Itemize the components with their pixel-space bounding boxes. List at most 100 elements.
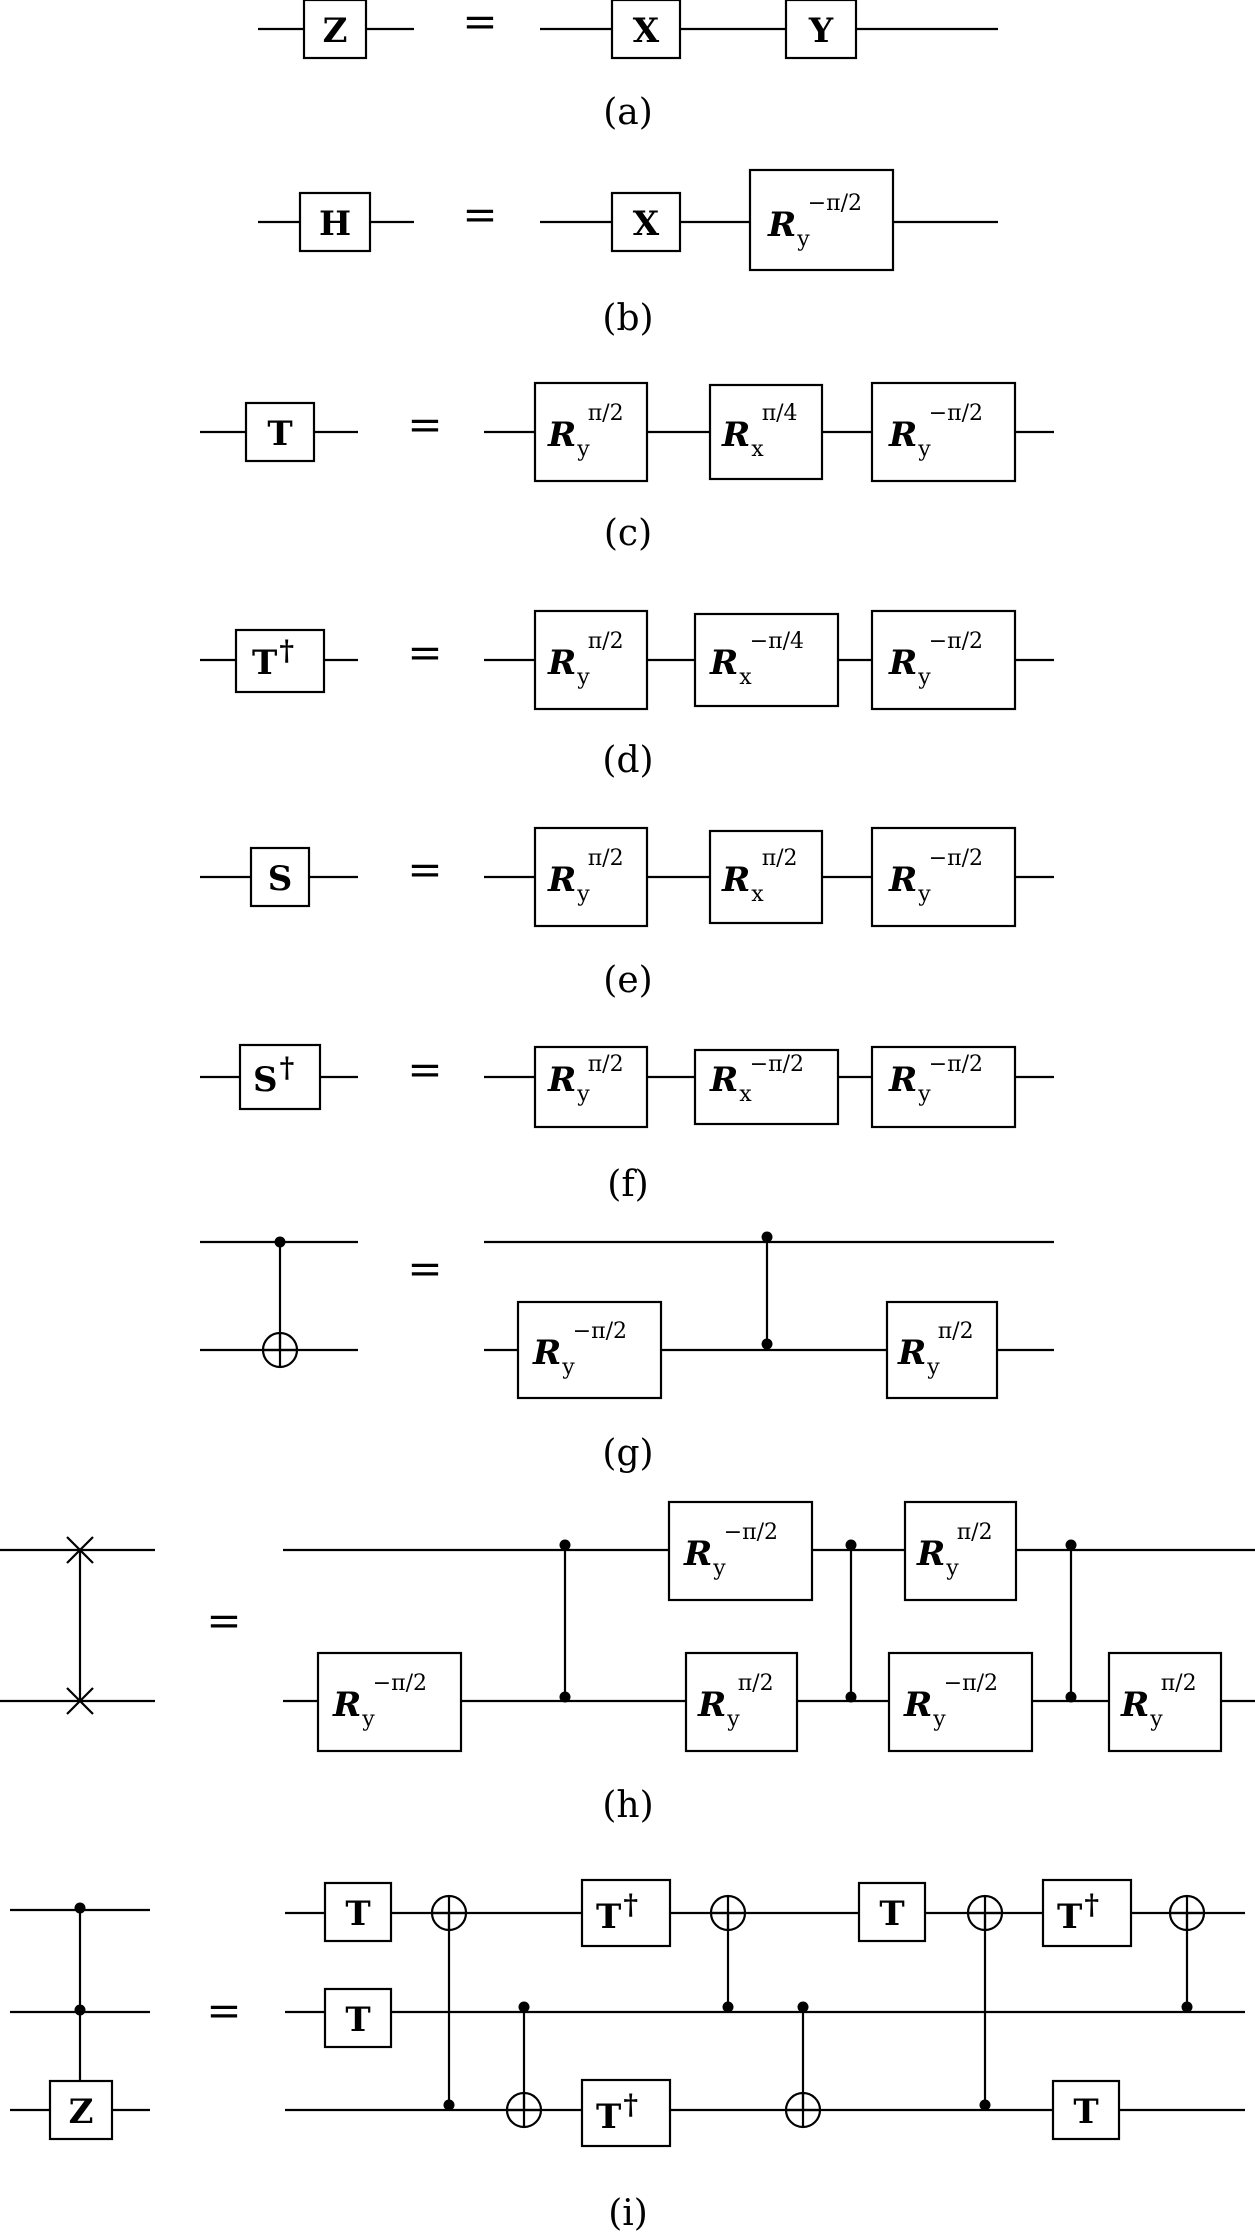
gate-ry-label: Ryπ/2 [697, 1671, 774, 1732]
cnot-target [966, 1894, 1004, 1932]
control-dot [559, 1539, 571, 1551]
swap-cross [66, 1536, 94, 1564]
cnot-target [505, 2091, 543, 2129]
gate-s-dagger [238, 1043, 322, 1111]
gate-z-label: Z [69, 2092, 94, 2132]
panel-d: T† = Ryπ/2 Rx−π/4 Ry−π/2 (d) [200, 609, 1054, 781]
caption-h: (h) [602, 1785, 653, 1826]
control-dot [761, 1231, 773, 1243]
caption-d: (d) [602, 740, 653, 781]
gate-t-label: T [345, 1894, 370, 1934]
caption-g: (g) [602, 1433, 653, 1474]
gate-ry-label: Ry−π/2 [532, 1319, 627, 1380]
panel-e: S = Ryπ/2 Rxπ/2 Ry−π/2 (e) [200, 826, 1054, 1001]
gate-t-dagger-label: T† [596, 2088, 638, 2137]
gate-rx-label: Rx−π/4 [709, 629, 804, 690]
gate-rx-label: Rxπ/4 [721, 401, 798, 462]
gate-ry [1107, 1651, 1223, 1753]
gate-t-dagger [580, 1878, 672, 1948]
gate-ry-label: Ryπ/2 [547, 1052, 624, 1107]
gate-x [610, 0, 682, 60]
gate-t [857, 1881, 927, 1943]
gate-h-label: H [319, 204, 351, 244]
gate-z-label: Z [323, 11, 348, 51]
cnot-target [784, 2091, 822, 2129]
gate-ry-label: Ry−π/2 [903, 1671, 998, 1732]
gate-ry [870, 1045, 1017, 1129]
caption-b: (b) [602, 298, 653, 339]
gate-rx [693, 1048, 840, 1126]
control-dot [797, 2001, 809, 2013]
gate-s [249, 846, 311, 908]
gate-ry [885, 1300, 999, 1400]
caption-f: (f) [607, 1164, 648, 1205]
gate-ry-label: Ry−π/2 [767, 191, 862, 252]
gate-ry-label: Ry−π/2 [888, 846, 983, 907]
control-dot [1065, 1691, 1077, 1703]
gate-z [302, 0, 368, 60]
equals-sign: = [206, 1596, 241, 1645]
gate-rx [708, 829, 824, 925]
panel-a: Z = X Y (a) [258, 0, 998, 133]
control-dot [518, 2001, 530, 2013]
gate-ry [870, 609, 1017, 711]
caption-a: (a) [603, 92, 653, 133]
gate-ry-label: Ryπ/2 [547, 401, 624, 462]
gate-x [610, 191, 682, 253]
control-dot [1065, 1539, 1077, 1551]
caption-e: (e) [603, 960, 652, 1001]
gate-t-label: T [879, 1894, 904, 1934]
caption-i: (i) [608, 2193, 648, 2234]
gate-rx [693, 612, 840, 708]
cnot-target [1168, 1894, 1206, 1932]
equals-sign: = [407, 400, 442, 449]
gate-t-label: T [267, 414, 292, 454]
gate-ry [533, 609, 649, 711]
gate-ry-label: Ry−π/2 [888, 1052, 983, 1107]
gate-t-dagger [234, 628, 326, 694]
control-dot [845, 1539, 857, 1551]
equals-sign: = [407, 1045, 442, 1094]
gate-ry [516, 1300, 663, 1400]
gate-ry [316, 1651, 463, 1753]
gate-t [323, 1881, 393, 1943]
panel-i: Z = T T T T T† T† T† [10, 1878, 1245, 2234]
gate-ry-label: Ryπ/2 [1120, 1671, 1197, 1732]
cnot-target [430, 1894, 468, 1932]
equals-sign: = [462, 0, 497, 46]
gate-y [784, 0, 858, 60]
equals-sign: = [462, 190, 497, 239]
control-dot [722, 2001, 734, 2013]
equals-sign: = [407, 845, 442, 894]
gate-h [298, 191, 372, 253]
gate-ry-label: Ry−π/2 [683, 1520, 778, 1581]
gate-ry [870, 826, 1017, 928]
control-dot [1181, 2001, 1193, 2013]
gate-ry-label: Ry−π/2 [332, 1671, 427, 1732]
cnot-target [261, 1331, 299, 1369]
gate-rx-label: Rxπ/2 [721, 846, 798, 907]
gate-ry-label: Ry−π/2 [888, 629, 983, 690]
gate-ry-label: Ryπ/2 [916, 1520, 993, 1581]
control-dot [979, 2099, 991, 2111]
gate-ry [870, 381, 1017, 483]
control-dot [274, 1236, 286, 1248]
gate-t-label: T [1073, 2092, 1098, 2132]
gate-ry [533, 826, 649, 928]
equals-sign: = [407, 628, 442, 677]
gate-ry [533, 1045, 649, 1129]
gate-rx-label: Rx−π/2 [709, 1052, 804, 1107]
panel-f: S† = Ryπ/2 Rx−π/2 Ry−π/2 (f) [200, 1043, 1054, 1205]
gate-ry-label: Ryπ/2 [897, 1319, 974, 1380]
panel-h: = Ry−π/2 Ry−π/2 Ryπ/2 Ryπ/2 Ry−π/2 [0, 1500, 1255, 1826]
gate-ry [684, 1651, 799, 1753]
gate-ry-label: Ryπ/2 [547, 846, 624, 907]
gate-ry-label: Ry−π/2 [888, 401, 983, 462]
caption-c: (c) [604, 513, 652, 554]
gate-ry [533, 381, 649, 483]
gate-t-dagger [1041, 1878, 1133, 1948]
equals-sign: = [206, 1986, 241, 2035]
swap-cross [66, 1687, 94, 1715]
control-dot [559, 1691, 571, 1703]
equals-sign: = [407, 1244, 442, 1293]
